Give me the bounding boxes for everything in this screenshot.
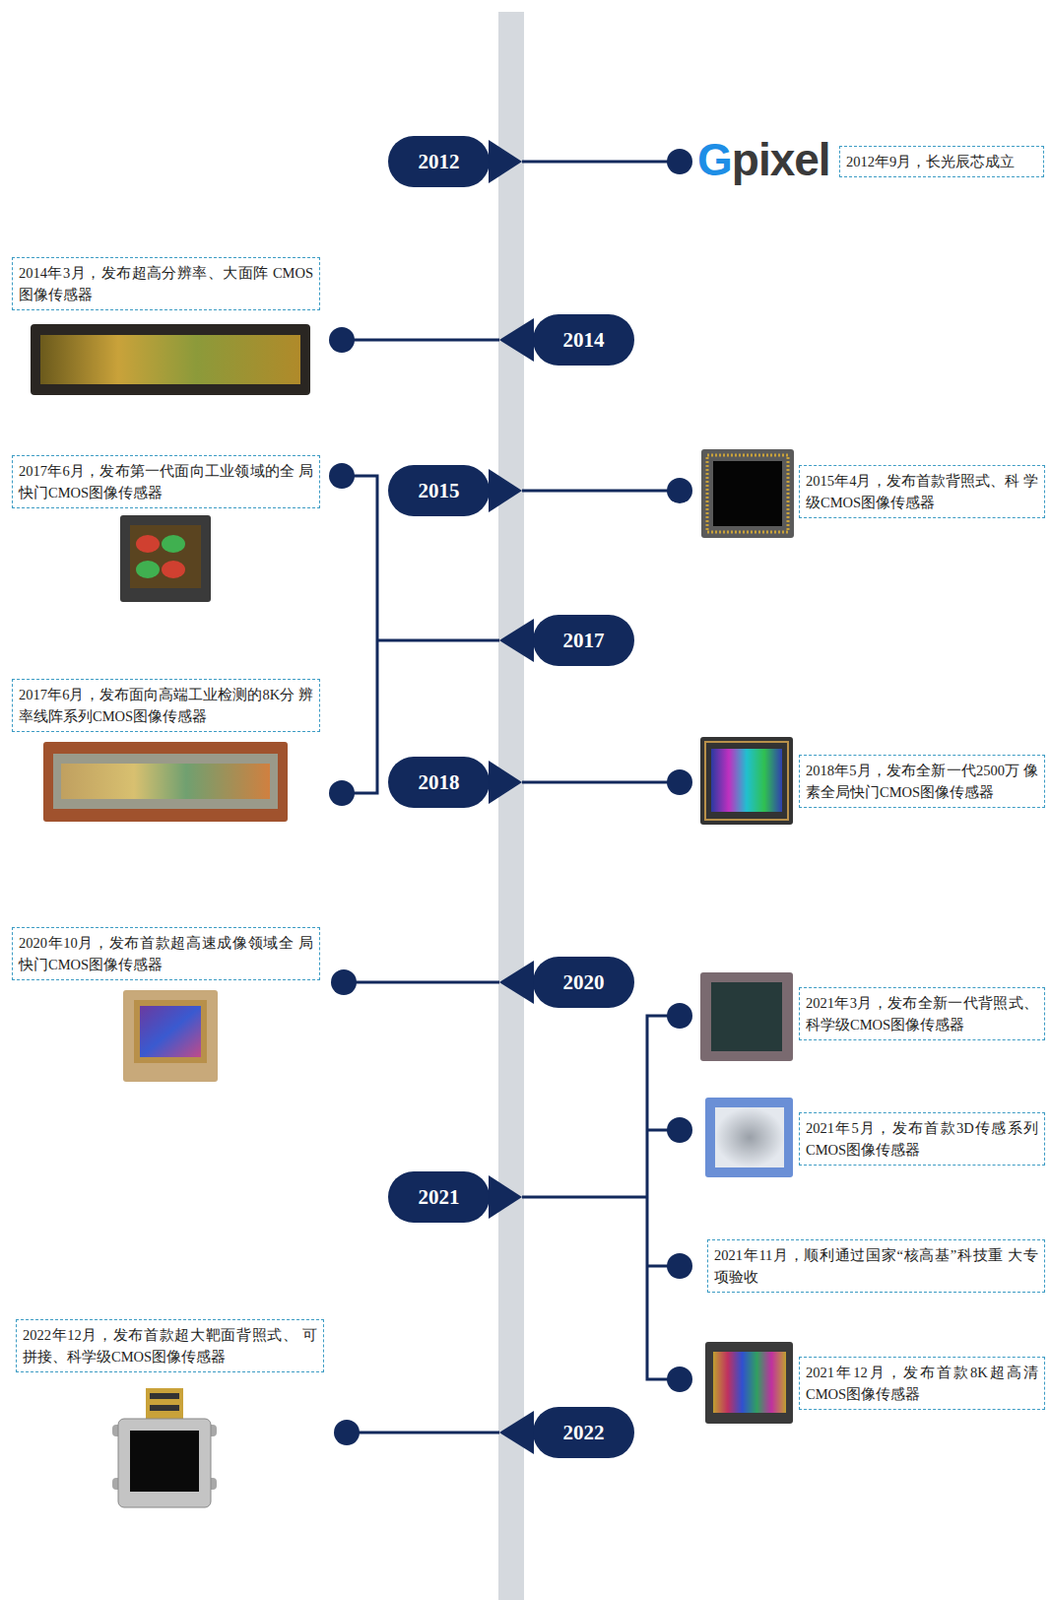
sensor-2020 [123,989,218,1082]
year-text: 2012 [418,149,460,175]
sensor-2015 [701,449,794,538]
milestone-box: 2022年12月，发布首款超大靶面背照式、 可拼接、科学级CMOS图像传感器 [15,1318,325,1374]
year-text: 2017 [563,628,605,654]
year-oval: 2014 [532,314,635,366]
year-oval: 2017 [532,614,635,666]
sensor-2021-3d [705,1097,793,1178]
sensor-2017-line-scan [43,741,288,822]
milestone-text: 2018年5月，发布全新一代2500万 像素全局快门CMOS图像传感器 [805,759,1039,804]
milestone-box: 2017年6月，发布面向高端工业检测的8K分 辨率线阵系列CMOS图像传感器 [11,678,321,733]
year-oval: 2021 [388,1171,490,1223]
milestone-text: 2014年3月，发布超高分辨率、大面阵 CMOS图像传感器 [18,262,314,307]
milestone-box: 2021年11月，顺利通过国家“核高基”科技重 大专项验收 [707,1239,1046,1294]
milestone-box: 2017年6月，发布第一代面向工业领域的全 局快门CMOS图像传感器 [11,455,321,510]
year-oval: 2015 [388,464,490,517]
milestone-text: 2020年10月，发布首款超高速成像领域全 局快门CMOS图像传感器 [18,931,314,977]
year-oval: 2012 [388,135,490,188]
sensor-2017-global-shutter [120,515,211,602]
milestone-text: 2021年3月，发布全新一代背照式、 科学级CMOS图像传感器 [805,991,1039,1037]
sensor-2021-bsi [700,972,793,1061]
year-oval: 2020 [532,956,635,1008]
milestone-box: 2018年5月，发布全新一代2500万 像素全局快门CMOS图像传感器 [798,754,1046,809]
company-logo: Gpixel [697,136,831,183]
year-oval: 2018 [388,756,490,808]
milestone-text: 2012年9月，长光辰芯成立 [846,150,1038,173]
sensor-2014 [30,324,311,395]
milestone-box: 2014年3月，发布超高分辨率、大面阵 CMOS图像传感器 [11,257,321,312]
year-text: 2018 [418,770,460,795]
year-text: 2020 [563,970,605,995]
milestone-text: 2017年6月，发布面向高端工业检测的8K分 辨率线阵系列CMOS图像传感器 [18,683,314,728]
sensor-2018 [700,736,793,825]
pointer-triangles [488,139,534,1454]
milestone-text: 2017年6月，发布第一代面向工业领域的全 局快门CMOS图像传感器 [18,459,314,505]
milestone-text: 2021年5月，发布首款3D传感系列 CMOS图像传感器 [805,1116,1039,1162]
leader-lines [341,161,680,1433]
year-text: 2022 [563,1420,605,1446]
timeline-dots [328,148,693,1446]
year-text: 2015 [418,478,460,504]
milestone-text: 2021年11月，顺利通过国家“核高基”科技重 大专项验收 [714,1244,1039,1289]
milestone-box: 2021年12月，发布首款8K超高清 CMOS图像传感器 [798,1356,1046,1411]
year-text: 2014 [563,328,605,353]
sensor-2022 [112,1387,217,1508]
milestone-text: 2022年12月，发布首款超大靶面背照式、 可拼接、科学级CMOS图像传感器 [22,1323,318,1369]
year-oval: 2022 [532,1406,635,1458]
milestone-box: 2012年9月，长光辰芯成立 [839,145,1045,178]
milestone-text: 2015年4月，发布首款背照式、科 学级CMOS图像传感器 [805,469,1039,515]
center-bar [498,11,525,1600]
milestone-box: 2021年5月，发布首款3D传感系列 CMOS图像传感器 [798,1112,1046,1167]
milestone-box: 2021年3月，发布全新一代背照式、 科学级CMOS图像传感器 [798,986,1046,1042]
milestone-box: 2015年4月，发布首款背照式、科 学级CMOS图像传感器 [798,464,1046,520]
milestone-box: 2020年10月，发布首款超高速成像领域全 局快门CMOS图像传感器 [11,926,321,982]
year-text: 2021 [418,1184,460,1210]
milestone-text: 2021年12月，发布首款8K超高清 CMOS图像传感器 [805,1361,1039,1406]
sensor-2021-8k [705,1341,793,1424]
